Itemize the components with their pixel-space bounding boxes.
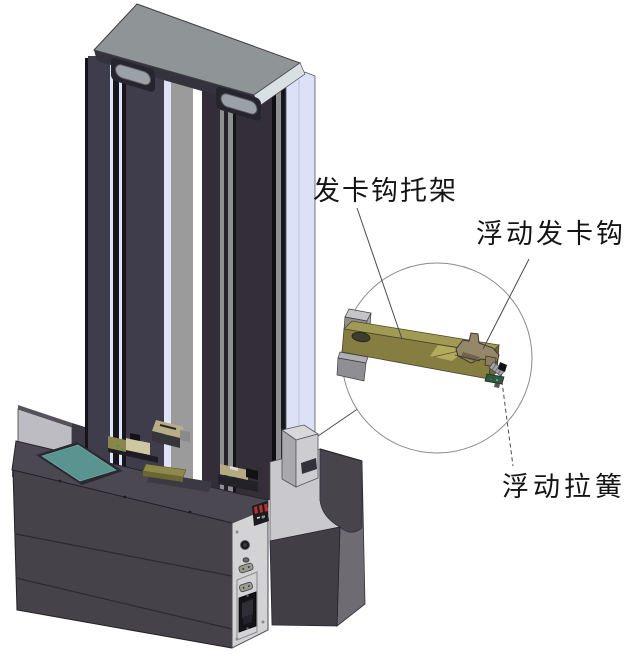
leader-lines — [356, 207, 530, 467]
callout-spring-label: 浮动拉簧 — [502, 472, 626, 502]
leader-line-bracket — [356, 207, 403, 340]
connector-panel-items — [235, 515, 265, 641]
arm-hole — [351, 331, 371, 343]
dsub-connector-2 — [238, 581, 254, 593]
leader-line-spring — [500, 373, 514, 467]
red-connector-block — [252, 501, 269, 526]
touchscreen-display — [41, 444, 117, 482]
detail-circle — [336, 262, 533, 454]
floating-hook — [454, 332, 500, 364]
card-outlet-chute — [281, 424, 319, 488]
detail-reference-line — [317, 407, 360, 437]
inset-panel-outline — [236, 571, 258, 641]
power-entry-module — [238, 591, 257, 633]
collection-pedestal — [269, 448, 366, 627]
mount-block-lower — [336, 351, 369, 382]
touchscreen — [36, 442, 123, 485]
callout-bracket-label: 发卡钩托架 — [313, 176, 458, 206]
dsub-connector-1 — [238, 562, 254, 574]
handle-grip-right — [220, 93, 258, 115]
card-slot — [301, 458, 317, 474]
tower-handles — [111, 58, 261, 121]
callout-hook-label: 浮动发卡钩 — [476, 219, 626, 249]
mini-connector — [242, 557, 250, 563]
deck-mechanisms — [108, 420, 269, 526]
handle-grip-left — [115, 64, 151, 86]
tower-side-panel — [285, 71, 316, 433]
leader-line-hook — [482, 258, 530, 350]
tower-right-columns — [202, 85, 286, 500]
floating-spring — [484, 355, 507, 388]
